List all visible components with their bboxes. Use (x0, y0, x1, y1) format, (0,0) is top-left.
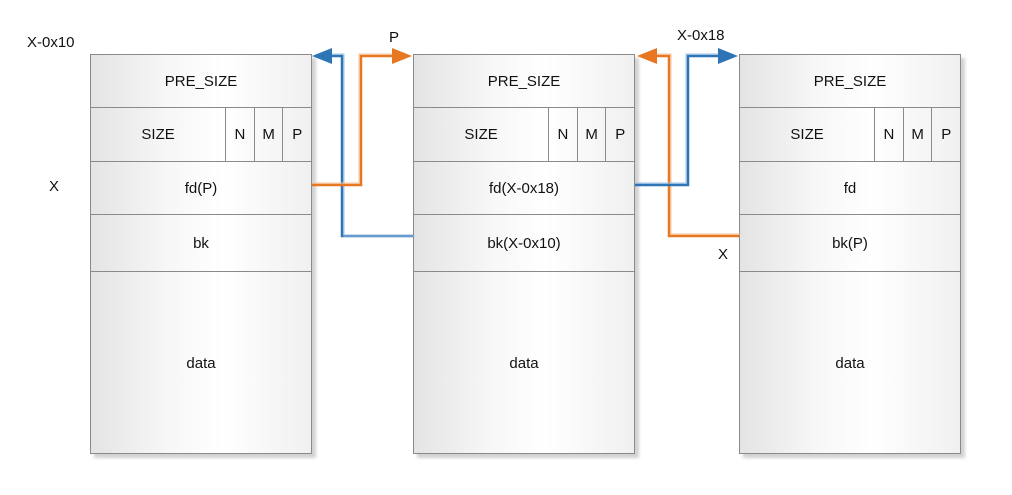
flag-m: M (576, 108, 606, 161)
size-field: SIZE N M P (414, 108, 634, 162)
size-label: SIZE (464, 126, 498, 143)
flag-n: N (225, 108, 254, 161)
flag-n: N (548, 108, 577, 161)
flag-n: N (874, 108, 903, 161)
arrow-fd-chunk1-to-chunk2 (312, 54, 398, 187)
label-x-minus-0x18: X-0x18 (677, 27, 725, 44)
size-label: SIZE (141, 126, 175, 143)
flag-p: P (282, 108, 311, 161)
data-label: data (835, 355, 865, 372)
data-field: data (414, 272, 634, 455)
data-label: data (186, 355, 216, 372)
label-x-right: X (718, 246, 729, 263)
label-x-left: X (49, 178, 60, 195)
bk-field: bk(X-0x10) (414, 215, 634, 272)
pre-size-label: PRE_SIZE (813, 72, 887, 90)
label-p-top: P (389, 29, 400, 46)
pre-size-field: PRE_SIZE (91, 55, 311, 108)
arrow-bk-chunk3-to-chunk2 (652, 54, 739, 238)
fd-field: fd(P) (91, 162, 311, 215)
flag-m: M (902, 108, 932, 161)
chunk-3: PRE_SIZE SIZE N M P fd bk(P) data (739, 54, 961, 454)
label-x-minus-0x10: X-0x10 (27, 34, 75, 51)
fd-label: fd (843, 179, 857, 197)
size-label: SIZE (790, 126, 824, 143)
flag-p: P (605, 108, 634, 161)
fd-field: fd (740, 162, 960, 215)
pre-size-field: PRE_SIZE (740, 55, 960, 108)
fd-field: fd(X-0x18) (414, 162, 634, 215)
arrow-fd-chunk2-to-chunk3 (635, 54, 724, 187)
arrowhead-orange-right (392, 48, 412, 64)
bk-label: bk(X-0x10) (487, 234, 561, 252)
arrowhead-blue-left (312, 48, 332, 64)
fd-label: fd(P) (184, 179, 218, 197)
bk-label: bk (193, 234, 209, 252)
fd-label: fd(X-0x18) (488, 179, 560, 197)
bk-field: bk(P) (740, 215, 960, 272)
pre-size-label: PRE_SIZE (164, 72, 238, 90)
size-field: SIZE N M P (91, 108, 311, 162)
bk-label: bk(P) (832, 234, 868, 252)
data-field: data (740, 272, 960, 455)
size-field: SIZE N M P (740, 108, 960, 162)
arrowhead-blue-right (718, 48, 738, 64)
chunk-1: PRE_SIZE SIZE N M P fd(P) bk data (90, 54, 312, 454)
flag-m: M (253, 108, 283, 161)
chunk-2: PRE_SIZE SIZE N M P fd(X-0x18) bk(X-0x10… (413, 54, 635, 454)
flag-p: P (931, 108, 960, 161)
arrow-bk-chunk2-to-chunk1 (326, 54, 413, 238)
data-field: data (91, 272, 311, 455)
arrowhead-orange-left (637, 48, 657, 64)
bk-field: bk (91, 215, 311, 272)
pre-size-label: PRE_SIZE (487, 72, 561, 90)
pre-size-field: PRE_SIZE (414, 55, 634, 108)
data-label: data (509, 355, 539, 372)
